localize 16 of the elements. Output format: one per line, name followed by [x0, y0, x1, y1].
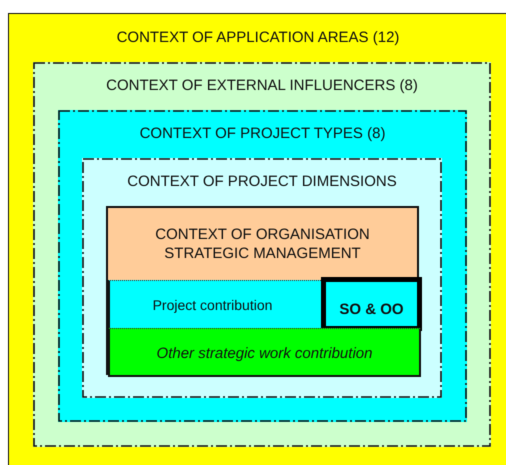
contribution-band	[108, 280, 323, 328]
contribution-band	[108, 328, 421, 377]
context-box	[58, 110, 467, 422]
box-title: CONTEXT OF PROJECT DIMENSIONS	[126, 172, 398, 191]
box-title: SO & OO	[338, 300, 405, 320]
context-box	[33, 62, 491, 447]
box-title: CONTEXT OF APPLICATION AREAS (12)	[116, 28, 400, 47]
box-title: Project contribution	[152, 296, 274, 315]
box-title: Other strategic work contribution	[156, 344, 374, 364]
context-box	[82, 158, 442, 398]
strategy-box	[106, 206, 419, 375]
box-title: CONTEXT OF ORGANISATION STRATEGIC MANAGEMENT	[154, 225, 371, 264]
objectives-box	[321, 277, 422, 331]
box-title: CONTEXT OF PROJECT TYPES (8)	[138, 124, 386, 143]
box-title: CONTEXT OF EXTERNAL INFLUENCERS (8)	[105, 76, 419, 95]
context-box	[8, 13, 506, 465]
